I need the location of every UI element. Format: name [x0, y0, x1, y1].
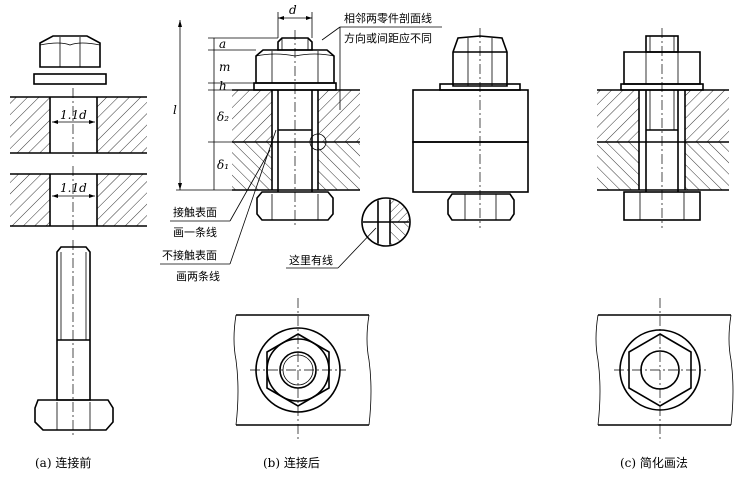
- lower-plate-a: [10, 166, 147, 232]
- washer-a: [33, 73, 107, 85]
- label-m: m: [219, 60, 230, 74]
- bolt-a: [34, 240, 114, 437]
- label-delta1: δ₁: [217, 158, 229, 172]
- note-line-here: 这里有线: [289, 253, 333, 267]
- label-h: h: [219, 79, 227, 93]
- label-a: a: [219, 37, 226, 51]
- note-contact-1: 接触表面: [173, 205, 217, 219]
- view-a-before: 1.1d 1.1d (a) 连接前: [10, 35, 147, 470]
- dimensions-b: [176, 12, 313, 191]
- section-c: [597, 28, 729, 228]
- note-section-line-2: 方向或间距应不同: [344, 31, 432, 45]
- top-view-c: [595, 298, 734, 442]
- note-noncontact-1: 不接触表面: [162, 248, 217, 262]
- note-noncontact-2: 画两条线: [176, 269, 220, 283]
- view-c-simplified: (c) 简化画法: [595, 28, 734, 470]
- label-l: l: [173, 103, 177, 117]
- bolt-head-b: [256, 191, 334, 221]
- label-dia-bot: 1.1d: [60, 181, 87, 195]
- top-view-b: [233, 298, 372, 442]
- detail-magnifier: [361, 197, 411, 247]
- caption-a: (a) 连接前: [35, 455, 91, 470]
- note-section-line-1: 相邻两零件剖面线: [344, 11, 432, 25]
- note-contact-2: 画一条线: [173, 225, 217, 239]
- caption-c: (c) 简化画法: [620, 456, 688, 470]
- nut-a: [39, 35, 101, 68]
- label-d: d: [289, 3, 297, 17]
- caption-b: (b) 连接后: [263, 455, 320, 470]
- side-view-b: [412, 28, 529, 228]
- upper-plate-a: [10, 88, 147, 160]
- label-delta2: δ₂: [217, 110, 229, 124]
- label-dia-top: 1.1d: [60, 108, 87, 122]
- plates-b: [232, 89, 360, 191]
- view-b-after: d a m h l δ₂ δ₁ 相邻两零件剖面线 方向或间距应不同 接触表面 画…: [160, 3, 529, 470]
